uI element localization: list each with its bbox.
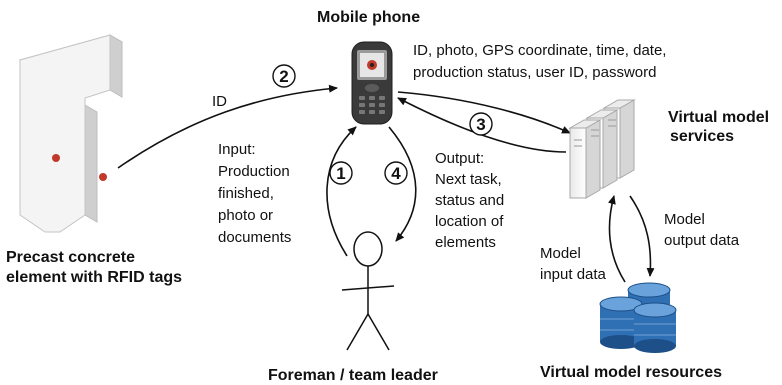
svg-text:elements: elements (435, 234, 496, 251)
services-to-resources-arrow (629, 195, 655, 277)
step-4-label: 4 (391, 164, 401, 183)
step-3-label: 3 (476, 115, 485, 134)
step-1-label: 1 (336, 164, 345, 183)
mobile-phone-icon (351, 41, 393, 125)
model-output-line1: Model (664, 211, 705, 228)
step-1-circle (329, 161, 353, 185)
foreman-label: Foreman / team leader (268, 367, 438, 384)
svg-text:finished,: finished, (218, 185, 274, 202)
services-label-line1: Virtual model (668, 109, 769, 126)
id-arrow (117, 84, 338, 169)
step-2-label: 2 (279, 67, 288, 86)
server-stack-icon (568, 99, 636, 199)
person-icon (341, 231, 395, 351)
svg-text:photo or: photo or (218, 207, 273, 224)
element-label-line1: Precast concrete (6, 249, 135, 266)
rfid-tag (52, 154, 60, 162)
resources-to-services-arrow (608, 195, 626, 283)
step-4-circle (384, 161, 408, 185)
resources-label: Virtual model resources (540, 364, 722, 381)
step-1-arrow (326, 126, 357, 257)
element-label-line2: element with RFID tags (6, 269, 182, 286)
svg-text:Next task,: Next task, (435, 171, 502, 188)
svg-text:Output:: Output: (435, 150, 484, 167)
services-to-phone-arrow (397, 97, 567, 153)
model-input-line2: input data (540, 266, 607, 283)
services-label-line2: services (670, 128, 734, 145)
id-label: ID (212, 93, 227, 110)
database-icon (599, 282, 677, 353)
model-input-line1: Model (540, 245, 581, 262)
phone-info-line2: production status, user ID, password (413, 64, 656, 81)
phone-title: Mobile phone (317, 9, 420, 26)
step-3-circle (469, 112, 493, 136)
svg-text:documents: documents (218, 229, 291, 246)
precast-concrete-element (18, 34, 124, 233)
rfid-tag (99, 173, 107, 181)
input-label: Input: Production finished, photo or doc… (218, 141, 291, 246)
svg-text:Production: Production (218, 163, 290, 180)
svg-text:status and: status and (435, 192, 504, 209)
svg-text:Input:: Input: (218, 141, 256, 158)
step-4-arrow (388, 126, 417, 242)
output-label: Output: Next task, status and location o… (435, 150, 504, 251)
step-2-circle (272, 64, 296, 88)
phone-to-services-arrow (397, 91, 571, 134)
model-output-line2: output data (664, 232, 740, 249)
phone-info-line1: ID, photo, GPS coordinate, time, date, (413, 42, 666, 59)
svg-text:location of: location of (435, 213, 504, 230)
